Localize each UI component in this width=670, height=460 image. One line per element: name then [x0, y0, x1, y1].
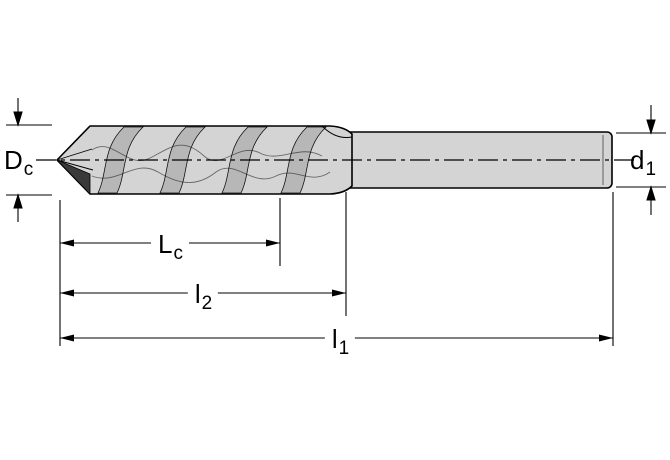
label-cutting-diameter: Dc — [4, 145, 33, 179]
label-overall-length: l1 — [324, 324, 356, 358]
label-subscript: 1 — [645, 159, 657, 180]
label-subscript: c — [23, 159, 34, 180]
arrowhead-right — [599, 334, 613, 342]
flute-land-line — [91, 167, 331, 183]
arrowhead-right — [266, 239, 280, 247]
drill-fluted-section — [56, 125, 353, 195]
label-subscript: c — [173, 243, 183, 264]
flute-runout-curve — [321, 125, 353, 138]
dimension-cutting-diameter — [6, 98, 52, 222]
label-main: l — [194, 279, 201, 309]
arrowhead-left — [60, 239, 74, 247]
arrowhead-right — [332, 289, 346, 297]
label-main: D — [4, 145, 23, 175]
flute-land-line — [91, 144, 323, 162]
dimension-shank-diameter — [616, 105, 666, 215]
arrowhead-down — [646, 119, 656, 135]
label-shank-diameter: d1 — [630, 145, 656, 179]
arrowhead-left — [60, 289, 74, 297]
extension-lines-bottom — [59, 192, 614, 346]
arrowhead-down — [13, 111, 23, 127]
tip-dark-facet — [56, 159, 91, 195]
label-main: d — [630, 145, 645, 175]
label-l2: l2 — [187, 279, 219, 313]
arrowhead-up — [13, 193, 23, 209]
label-main: l — [331, 324, 338, 354]
flute-band — [280, 126, 327, 194]
arrowhead-left — [60, 334, 74, 342]
tip-facet-line — [56, 148, 93, 161]
label-subscript: 2 — [201, 293, 213, 314]
label-subscript: 1 — [338, 338, 350, 359]
tip-chisel-edge — [56, 159, 94, 171]
arrowhead-up — [646, 185, 656, 201]
label-main: L — [158, 229, 173, 259]
label-flute-length: Lc — [151, 229, 189, 263]
